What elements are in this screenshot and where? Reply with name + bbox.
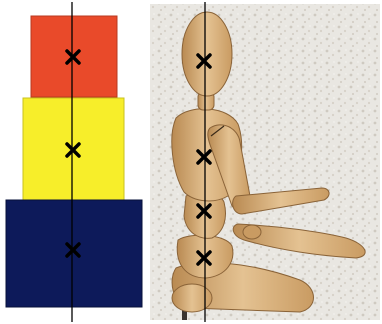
bottom-block: [6, 200, 142, 307]
elbow-joint: [243, 225, 261, 239]
mannequin-photo: [150, 4, 380, 320]
mannequin-head: [182, 12, 232, 96]
